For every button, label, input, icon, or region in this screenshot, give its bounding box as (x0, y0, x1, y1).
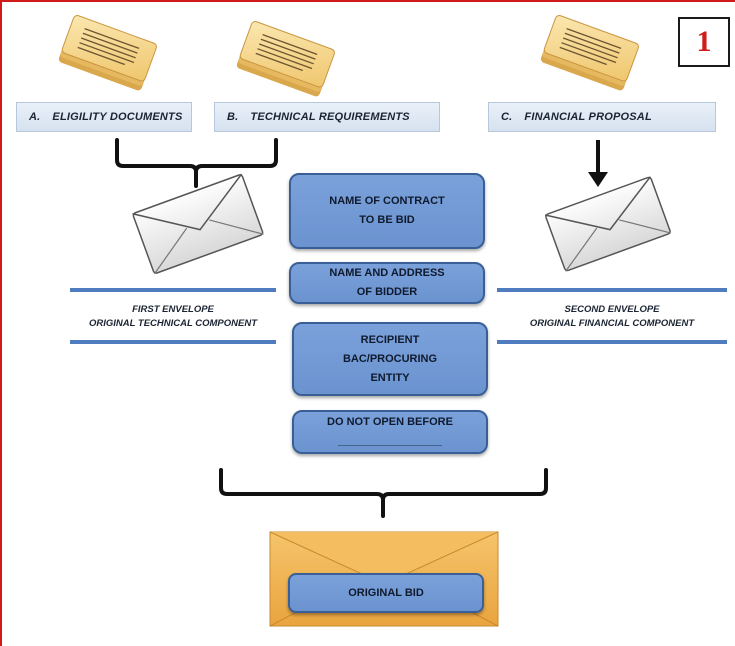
document-label-b: B. TECHNICAL REQUIREMENTS (214, 102, 440, 132)
document-key-c: C. (501, 111, 513, 123)
contract-name-line-2: TO BE BID (359, 214, 415, 226)
contract-name-line-1: NAME OF CONTRACT (329, 195, 445, 207)
paper-stack-icon (236, 21, 335, 97)
document-label-c-text: FINANCIAL PROPOSAL (524, 111, 652, 123)
first-envelope-title: FIRST ENVELOPE (132, 304, 214, 315)
second-envelope-subtitle: ORIGINAL FINANCIAL COMPONENT (529, 318, 695, 329)
original-bid-box: ORIGINAL BID (288, 573, 484, 613)
envelope-icon (544, 176, 672, 272)
bidder-name-address-box: NAME AND ADDRESS OF BIDDER (289, 262, 485, 304)
first-envelope-top-rule (70, 288, 276, 292)
do-not-open-box: DO NOT OPEN BEFORE _________________ (292, 410, 488, 454)
recipient-line-2: BAC/PROCURING (342, 352, 438, 365)
recipient-box: RECIPIENT BAC/PROCURING ENTITY (292, 322, 488, 396)
first-envelope-subtitle: ORIGINAL TECHNICAL COMPONENT (88, 318, 257, 329)
do-not-open-line-1: DO NOT OPEN BEFORE (327, 416, 453, 428)
bidder-line-1: NAME AND ADDRESS (329, 267, 445, 279)
recipient-line-1: RECIPIENT (360, 333, 420, 346)
bracket-icon (115, 138, 278, 188)
original-bid-label: ORIGINAL BID (348, 586, 424, 599)
envelope-icon (132, 173, 264, 275)
document-label-b-text: TECHNICAL REQUIREMENTS (250, 111, 410, 123)
second-envelope-top-rule (497, 288, 727, 292)
document-key-b: B. (227, 111, 239, 123)
document-label-a: A. ELIGILITY DOCUMENTS (16, 102, 192, 132)
second-envelope-bottom-rule (497, 340, 727, 344)
do-not-open-line-2: _________________ (337, 435, 442, 447)
first-envelope-bottom-rule (70, 340, 276, 344)
document-label-a-text: ELIGILITY DOCUMENTS (52, 111, 183, 123)
document-label-c: C. FINANCIAL PROPOSAL (488, 102, 716, 132)
down-arrow-icon (588, 140, 608, 187)
first-envelope-caption: FIRST ENVELOPE ORIGINAL TECHNICAL COMPON… (62, 303, 284, 331)
document-key-a: A. (29, 111, 41, 123)
contract-name-box: NAME OF CONTRACT TO BE BID (289, 173, 485, 249)
second-envelope-title: SECOND ENVELOPE (564, 304, 660, 315)
recipient-line-3: ENTITY (370, 371, 410, 384)
bracket-icon (219, 468, 548, 518)
paper-stack-icon (540, 15, 639, 91)
second-envelope-caption: SECOND ENVELOPE ORIGINAL FINANCIAL COMPO… (497, 303, 727, 331)
paper-stack-icon (58, 15, 157, 91)
bidder-line-2: OF BIDDER (356, 286, 418, 298)
page-number-badge: 1 (678, 17, 730, 67)
